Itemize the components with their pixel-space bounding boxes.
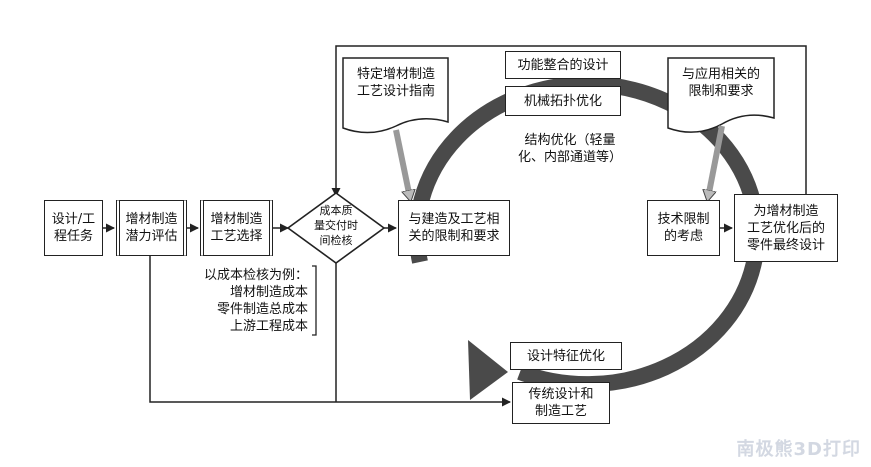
guideline-to-constraints-arrow	[393, 129, 410, 198]
topology-optimization-box: 机械拓扑优化	[505, 86, 621, 116]
structural-optimization-label: 结构优化（轻量 化、内部通道等）	[517, 133, 622, 165]
guideline-document-shape	[342, 57, 449, 134]
functional-integration-box: 功能整合的设计	[505, 51, 621, 79]
am-potential-box: 增材制造 潜力评估	[116, 200, 187, 256]
cycle-arrowhead	[468, 340, 508, 400]
cost-note-brace	[312, 265, 317, 336]
decision-label: 成本质 量交付时 间检核	[314, 204, 358, 247]
cost-example-text: 以成本检核为例： 增材制造成本 零件制造总成本 上游工程成本	[203, 268, 308, 334]
traditional-process-box: 传统设计和 制造工艺	[512, 382, 610, 424]
constraints-box: 与建造及工艺相 关的限制和要求	[398, 200, 510, 256]
app-document-text: 与应用相关的 限制和要求	[681, 67, 760, 99]
am-process-selection-box: 增材制造 工艺选择	[200, 200, 273, 256]
tech-constraints-box: 技术限制 的考虑	[647, 200, 720, 256]
watermark-text: 南极熊3D打印	[736, 439, 861, 460]
decision-diamond	[286, 192, 386, 264]
final-design-box: 为增材制造 工艺优化后的 零件最终设计	[734, 194, 838, 262]
feature-optimization-box: 设计特征优化	[510, 342, 622, 370]
app-document-shape	[667, 57, 775, 133]
potential-to-traditional-arrow	[149, 256, 511, 407]
app-to-tech-arrow	[708, 125, 725, 198]
design-task-box: 设计/工 程任务	[44, 200, 103, 256]
feedback-loop-arrow	[331, 45, 807, 198]
guideline-document-text: 特定增材制造 工艺设计指南	[356, 67, 435, 99]
